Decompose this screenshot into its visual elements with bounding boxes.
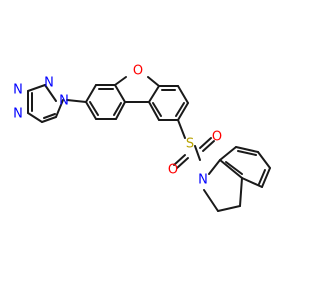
sulfonyl-oxygen-label: O — [212, 130, 222, 145]
bond — [239, 177, 243, 207]
bond — [114, 76, 127, 86]
tetrazole-nitrogen-label: N — [13, 83, 23, 98]
sulfur-label: S — [186, 137, 194, 152]
bond — [85, 84, 97, 103]
molecule-diagram: N N N N O S O O N — [13, 64, 271, 212]
bond — [148, 85, 160, 103]
bond — [241, 177, 263, 188]
bond — [225, 161, 243, 175]
bond — [41, 116, 57, 123]
indoline-nitrogen-label: N — [198, 173, 208, 188]
bond — [89, 101, 99, 116]
bond — [114, 84, 126, 103]
bond — [258, 169, 266, 185]
bond — [177, 102, 189, 121]
bond — [217, 205, 241, 212]
bond — [261, 167, 271, 188]
bond-layer — [27, 76, 271, 212]
bond — [202, 140, 215, 152]
bond — [208, 159, 221, 175]
bond — [148, 101, 160, 121]
bond — [173, 154, 186, 166]
bond — [257, 151, 271, 169]
bond — [176, 157, 189, 169]
tetrazole-nitrogen-label: N — [44, 76, 54, 91]
bond — [219, 146, 237, 161]
bond — [203, 189, 219, 212]
bond — [27, 112, 43, 123]
bond — [235, 146, 259, 153]
bond — [115, 101, 126, 120]
bond — [85, 101, 97, 120]
bond — [43, 113, 56, 119]
tetrazole-nitrogen-label: N — [59, 94, 69, 109]
bond — [147, 76, 160, 87]
sulfonyl-oxygen-label: O — [168, 163, 178, 178]
bond — [175, 102, 185, 117]
tetrazole-nitrogen-label: N — [13, 107, 23, 122]
structure-svg: N N N N O S O O N — [13, 64, 271, 212]
bond — [66, 99, 87, 103]
bond — [55, 99, 64, 118]
bond — [152, 102, 162, 117]
bond — [194, 145, 201, 161]
bond — [177, 119, 186, 139]
bond — [199, 137, 212, 149]
bond — [177, 85, 189, 104]
atom-label-layer: N N N N O S O O N — [13, 64, 222, 188]
bond — [44, 84, 57, 102]
bond — [113, 102, 122, 116]
bond — [219, 159, 243, 179]
bond — [27, 84, 46, 92]
bond — [237, 150, 257, 156]
furan-oxygen-label: O — [133, 64, 143, 79]
